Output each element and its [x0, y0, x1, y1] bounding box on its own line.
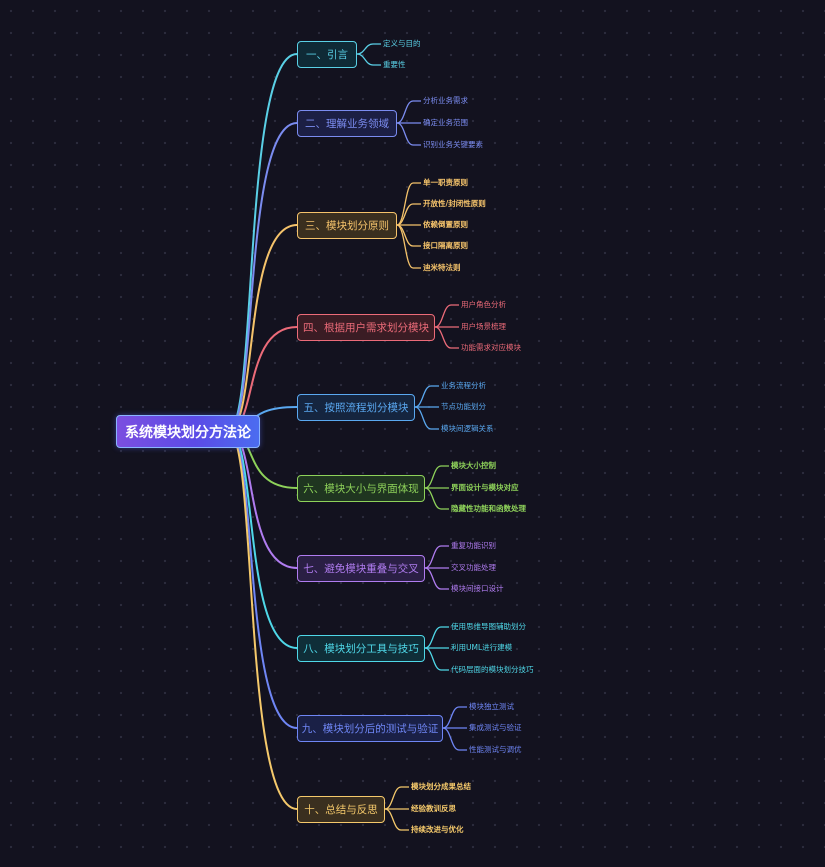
branch-node[interactable]: 五、按照流程划分模块 — [297, 394, 415, 421]
leaf-node[interactable]: 模块划分成果总结 — [411, 782, 471, 791]
leaf-connector — [442, 727, 467, 751]
leaf-node[interactable]: 迪米特法则 — [423, 263, 461, 272]
leaf-node[interactable]: 模块独立测试 — [469, 702, 514, 711]
leaf-connector — [356, 53, 381, 66]
leaf-node[interactable]: 使用思维导图辅助划分 — [451, 622, 526, 631]
leaf-connector — [414, 406, 439, 430]
leaf-node[interactable]: 重要性 — [383, 60, 406, 69]
leaf-connector — [424, 647, 449, 671]
leaf-connector — [384, 808, 409, 831]
leaf-node[interactable]: 界面设计与模块对应 — [451, 483, 519, 492]
leaf-connector — [356, 43, 381, 55]
leaf-connector — [396, 122, 421, 146]
leaf-connector — [396, 100, 421, 124]
leaf-node[interactable]: 定义与目的 — [383, 39, 421, 48]
leaf-connector — [424, 465, 449, 489]
leaf-connector — [442, 706, 467, 729]
leaf-node[interactable]: 确定业务范围 — [423, 118, 468, 127]
leaf-node[interactable]: 性能测试与调优 — [469, 745, 522, 754]
leaf-node[interactable]: 利用UML进行建模 — [451, 643, 513, 652]
leaf-node[interactable]: 节点功能划分 — [441, 402, 486, 411]
leaf-node[interactable]: 接口隔离原则 — [423, 241, 468, 250]
branch-node[interactable]: 四、根据用户需求划分模块 — [297, 314, 435, 341]
branch-node[interactable]: 八、模块划分工具与技巧 — [297, 635, 425, 662]
leaf-connector — [434, 304, 459, 328]
leaf-connector — [424, 567, 449, 590]
branch-connector — [227, 430, 298, 810]
leaf-connector — [384, 786, 409, 810]
branch-node[interactable]: 一、引言 — [297, 41, 357, 68]
leaf-node[interactable]: 单一职责原则 — [423, 178, 468, 187]
branch-connector — [227, 430, 298, 649]
leaf-node[interactable]: 集成测试与验证 — [469, 723, 522, 732]
branch-connector — [227, 53, 298, 432]
branch-node[interactable]: 九、模块划分后的测试与验证 — [297, 715, 443, 742]
leaf-connector — [396, 203, 421, 226]
leaf-node[interactable]: 模块间接口设计 — [451, 584, 504, 593]
leaf-node[interactable]: 隐藏性功能和函数处理 — [451, 504, 526, 513]
leaf-connector — [434, 326, 459, 349]
leaf-node[interactable]: 业务流程分析 — [441, 381, 486, 390]
leaf-connector — [424, 626, 449, 649]
root-topic[interactable]: 系统模块划分方法论 — [116, 415, 260, 448]
leaf-node[interactable]: 用户场景梳理 — [461, 322, 506, 331]
leaf-node[interactable]: 识别业务关键要素 — [423, 140, 483, 149]
leaf-node[interactable]: 代码层面的模块划分技巧 — [451, 665, 534, 674]
branch-node[interactable]: 十、总结与反思 — [297, 796, 385, 823]
leaf-node[interactable]: 分析业务需求 — [423, 96, 468, 105]
leaf-connector — [414, 385, 439, 408]
leaf-connector — [424, 487, 449, 510]
branch-node[interactable]: 六、模块大小与界面体现 — [297, 475, 425, 502]
leaf-node[interactable]: 依赖倒置原则 — [423, 220, 468, 229]
leaf-node[interactable]: 功能需求对应模块 — [461, 343, 521, 352]
branch-node[interactable]: 七、避免模块重叠与交叉 — [297, 555, 425, 582]
leaf-node[interactable]: 用户角色分析 — [461, 300, 506, 309]
leaf-node[interactable]: 交叉功能处理 — [451, 563, 496, 572]
leaf-node[interactable]: 模块大小控制 — [451, 461, 496, 470]
leaf-node[interactable]: 开放性/封闭性原则 — [423, 199, 486, 208]
leaf-node[interactable]: 持续改进与优化 — [411, 825, 464, 834]
branch-node[interactable]: 三、模块划分原则 — [297, 212, 397, 239]
leaf-node[interactable]: 经验教训反思 — [411, 804, 456, 813]
branch-node[interactable]: 二、理解业务领域 — [297, 110, 397, 137]
leaf-node[interactable]: 重复功能识别 — [451, 541, 496, 550]
leaf-node[interactable]: 模块间逻辑关系 — [441, 424, 494, 433]
leaf-connector — [424, 545, 449, 569]
leaf-connector — [396, 224, 421, 269]
